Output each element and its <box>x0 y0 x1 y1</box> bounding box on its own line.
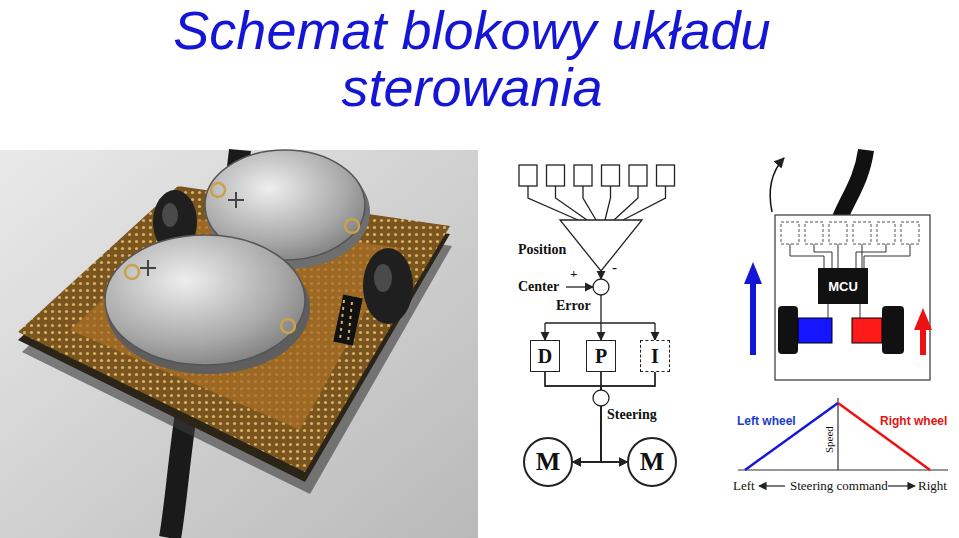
robot-photo-part <box>281 319 295 333</box>
robot-photo-part <box>105 235 305 365</box>
diagram-label: Center <box>518 279 559 296</box>
controller-box: I <box>640 340 670 372</box>
robot-photo-part <box>70 218 400 430</box>
robot-schematic-part-part <box>828 304 829 318</box>
speed-chart-part <box>738 469 948 470</box>
robot-photo-part <box>211 183 225 197</box>
mcu-chip: MCU <box>818 268 868 304</box>
robot-schematic-part-part <box>860 304 861 318</box>
robot-schematic-part <box>840 150 866 218</box>
robot-photo-part <box>0 150 478 538</box>
robot-schematic-part <box>914 308 932 330</box>
diagram-label: Right <box>918 478 947 494</box>
robot-schematic-part <box>798 318 832 343</box>
block-diagram <box>519 165 675 340</box>
axis-label: Speed <box>822 427 835 454</box>
speed-chart-part <box>838 403 930 470</box>
diagram-label: Left wheel <box>737 414 796 428</box>
robot-photo-part <box>374 264 392 292</box>
block-diagram-part <box>519 165 537 186</box>
motor-circle: M <box>523 437 573 487</box>
robot-schematic <box>744 150 932 380</box>
diagram-label: Position <box>518 242 566 259</box>
robot-schematic-part-part <box>901 222 919 244</box>
block-diagram-part <box>566 286 593 287</box>
robot-schematic-part <box>920 326 926 355</box>
robot-schematic-part <box>778 306 798 354</box>
robot-photo-part <box>140 260 156 276</box>
robot-photo-part <box>363 248 413 324</box>
diagram-label: Steering <box>607 407 657 424</box>
controller-box: P <box>586 340 616 372</box>
robot-schematic-part-part <box>814 244 832 268</box>
node-text: MCU <box>828 279 858 294</box>
block-diagram-part <box>657 165 675 186</box>
speed-chart <box>738 398 948 486</box>
block-diagram-part <box>623 186 666 220</box>
robot-schematic-part <box>744 262 762 284</box>
robot-schematic-part <box>775 215 930 380</box>
robot-photo-part <box>228 192 244 208</box>
diagram-label: Right wheel <box>880 414 947 428</box>
speed-chart-part <box>759 485 785 486</box>
speed-chart-part <box>745 403 838 470</box>
diagram-label: Error <box>556 298 591 315</box>
block-diagram-part <box>614 186 638 220</box>
diagram-label: - <box>612 258 617 276</box>
robot-schematic-part <box>882 306 904 354</box>
speed-chart-part <box>888 485 915 486</box>
robot-photo-part <box>333 294 363 345</box>
block-diagram-part <box>547 165 565 186</box>
robot-photo <box>0 150 478 538</box>
robot-schematic-part <box>781 222 919 244</box>
node-text: M <box>640 447 665 477</box>
block-diagram-part <box>602 165 620 186</box>
block-diagram-part <box>593 279 609 295</box>
block-diagram-part <box>600 271 601 279</box>
block-diagram-part <box>544 323 545 340</box>
robot-schematic-part <box>852 318 882 343</box>
robot-schematic-part-part <box>877 222 895 244</box>
block-diagram-part <box>528 186 578 220</box>
robot-schematic-part-part <box>838 244 839 268</box>
diagram-label: Left <box>733 478 755 494</box>
motor-circle: M <box>627 437 677 487</box>
diagram-label: + <box>570 266 577 282</box>
block-diagram-part <box>605 186 611 220</box>
robot-photo-part <box>162 203 178 227</box>
node-text: P <box>595 345 607 368</box>
block-diagram-part <box>556 186 588 220</box>
summing-junction <box>593 390 609 406</box>
robot-schematic-part-part <box>829 222 847 244</box>
block-diagram-part <box>654 323 655 340</box>
slide-title: Schemat blokowy układu sterowania <box>140 2 804 116</box>
block-diagram-part <box>545 295 655 323</box>
robot-schematic-part-part <box>853 222 871 244</box>
robot-schematic-part-part <box>862 244 863 268</box>
robot-schematic-part-part <box>805 222 823 244</box>
node-text: I <box>651 345 659 368</box>
block-diagram-part <box>583 186 596 220</box>
node-text: M <box>536 447 561 477</box>
robot-photo-part <box>345 219 359 233</box>
signal-connector <box>573 372 601 462</box>
robot-photo-part <box>125 265 139 279</box>
block-diagram-part <box>600 323 601 340</box>
robot-photo-part <box>340 300 352 342</box>
block-diagram-part <box>574 165 592 186</box>
block-diagram-part <box>629 165 647 186</box>
robot-schematic-part <box>750 280 756 355</box>
block-diagram-part <box>560 220 642 271</box>
robot-schematic-part <box>770 158 784 212</box>
controller-box: D <box>530 340 560 372</box>
speed-chart-part <box>837 398 838 470</box>
node-text: D <box>538 345 552 368</box>
robot-schematic-part-part <box>864 244 910 268</box>
robot-schematic-part-part <box>790 244 824 268</box>
robot-schematic-part-part <box>781 222 799 244</box>
diagram-label: Steering command <box>790 478 888 494</box>
